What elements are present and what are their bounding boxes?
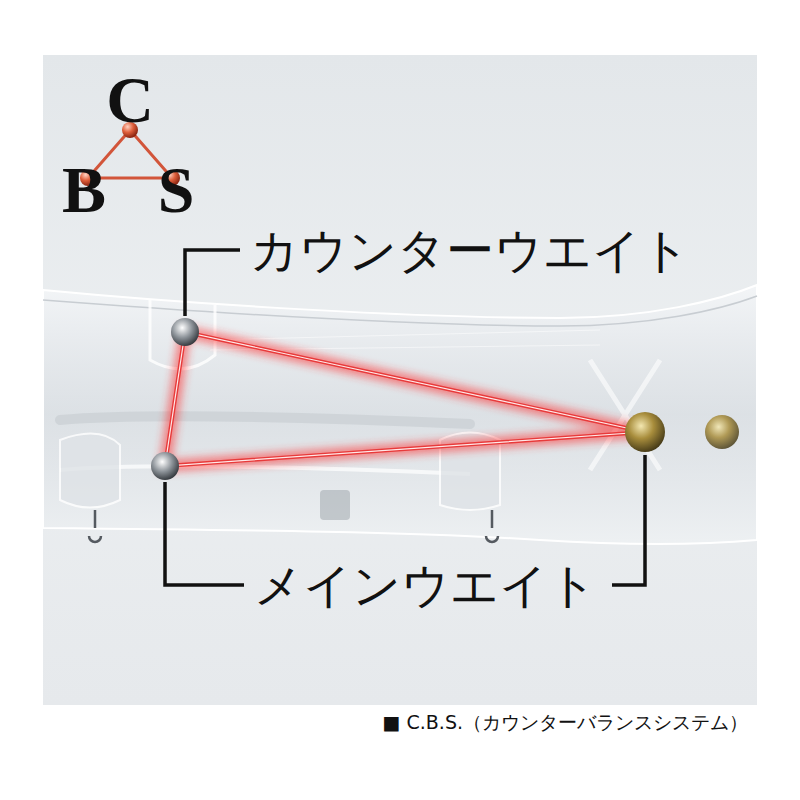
brass-weight [625, 412, 665, 452]
background-panel [43, 55, 757, 705]
rear-weight [705, 415, 739, 449]
leader-lines [165, 250, 645, 585]
callout-label: メインウエイト [254, 559, 597, 612]
lure-body [43, 285, 757, 544]
callout-label: カウンターウエイト [250, 224, 690, 277]
main-weight [151, 452, 179, 480]
logo-letter: S [158, 157, 195, 223]
counter-weight [171, 318, 199, 346]
balance-lines [165, 332, 645, 466]
caption: ■ C.B.S.（カウンターバランスシステム） [383, 711, 748, 734]
logo-letter: B [62, 157, 106, 223]
logo-letter: C [106, 67, 154, 133]
